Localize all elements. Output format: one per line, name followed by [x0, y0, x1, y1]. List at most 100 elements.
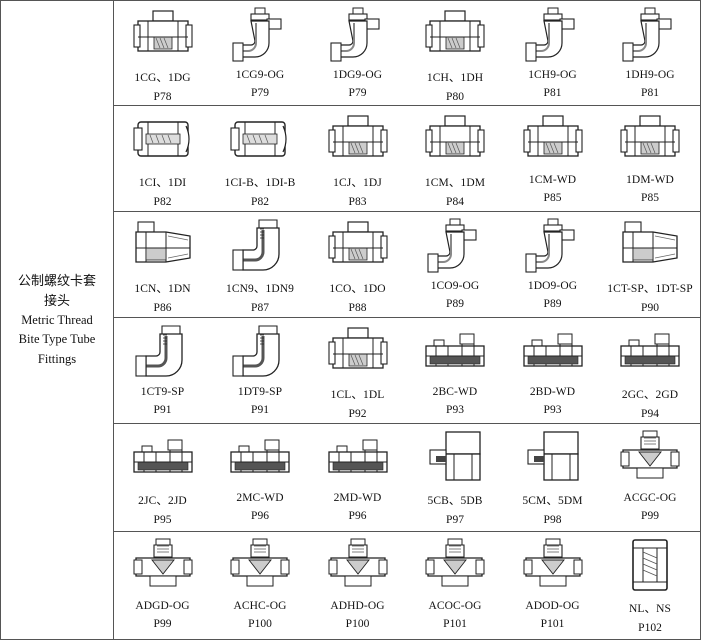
page-reference[interactable]: P87: [251, 302, 269, 314]
page-reference[interactable]: P91: [153, 404, 172, 416]
page-reference[interactable]: P98: [543, 514, 562, 526]
page-reference[interactable]: P90: [641, 302, 659, 314]
fitting-item[interactable]: ADHD-OG P100: [309, 532, 406, 638]
fitting-code: 1DT9-SP: [237, 386, 283, 398]
page-reference[interactable]: P84: [446, 196, 464, 208]
page-reference[interactable]: P102: [638, 622, 662, 634]
page-reference[interactable]: P86: [153, 302, 172, 314]
bulkhead-connector-icon: [230, 121, 287, 157]
fitting-item[interactable]: 1CG9-OG P79: [212, 1, 309, 107]
tee-fitting-icon: [230, 538, 290, 587]
category-cn-line1: 公制螺纹卡套: [17, 272, 96, 288]
page-reference[interactable]: P95: [153, 514, 172, 526]
page-reference[interactable]: P79: [251, 87, 269, 99]
fitting-code: 1CH9-OG: [528, 69, 577, 81]
page-reference[interactable]: P97: [446, 514, 464, 526]
fitting-item[interactable]: 1DH9-OG P81: [602, 1, 699, 107]
page-reference[interactable]: P94: [641, 408, 659, 420]
page-reference[interactable]: P79: [348, 87, 367, 99]
page-reference[interactable]: P96: [348, 510, 367, 522]
page-reference[interactable]: P89: [446, 298, 464, 310]
page-reference[interactable]: P100: [248, 618, 272, 630]
straight-union-icon: [620, 115, 680, 157]
tee-fitting-icon: [133, 538, 192, 587]
fitting-code: 1DH9-OG: [625, 69, 675, 81]
fitting-item[interactable]: 1CJ、1DJ P83: [309, 106, 406, 212]
fitting-code: 1CI-B、1DI-B: [224, 177, 296, 189]
page-reference[interactable]: P83: [348, 196, 367, 208]
fitting-code: 1CG9-OG: [235, 69, 285, 81]
page-reference[interactable]: P85: [543, 192, 562, 204]
elbow-banjo-icon: [524, 218, 575, 273]
page-reference[interactable]: P91: [251, 404, 269, 416]
page-reference[interactable]: P78: [153, 91, 172, 103]
page-reference[interactable]: P93: [446, 404, 464, 416]
straight-union-icon: [327, 115, 388, 157]
page-reference[interactable]: P89: [543, 298, 562, 310]
fitting-item[interactable]: NL、NS P102: [602, 532, 699, 638]
page-reference[interactable]: P93: [543, 404, 562, 416]
fitting-item[interactable]: 1CO9-OG P89: [407, 212, 504, 318]
page-reference[interactable]: P96: [251, 510, 269, 522]
fitting-code: NL、NS: [628, 603, 672, 615]
page-reference[interactable]: P82: [251, 196, 269, 208]
straight-union-icon: [327, 221, 388, 263]
category-en-line3: Fittings: [37, 351, 77, 366]
page-reference[interactable]: P81: [641, 87, 659, 99]
page-reference[interactable]: P81: [543, 87, 562, 99]
page-reference[interactable]: P92: [348, 408, 367, 420]
page-reference[interactable]: P101: [443, 618, 467, 630]
straight-union-icon: [425, 115, 485, 157]
tee-fitting-icon: [425, 538, 485, 587]
fitting-code: 1CJ、1DJ: [333, 177, 382, 189]
long-union-icon: [327, 439, 388, 473]
fitting-code: 1DG9-OG: [332, 69, 383, 81]
fitting-code: 1CO9-OG: [430, 280, 480, 292]
page-reference[interactable]: P100: [345, 618, 370, 630]
page-reference[interactable]: P101: [540, 618, 565, 630]
fitting-item[interactable]: 1DT9-SP P91: [212, 318, 309, 424]
cap-fitting-icon: [526, 431, 579, 481]
page-reference[interactable]: P99: [641, 510, 659, 522]
fitting-item[interactable]: 1DG9-OG P79: [309, 1, 406, 107]
page-reference[interactable]: P88: [348, 302, 367, 314]
category-cn-line2: 接头: [43, 292, 70, 308]
page-reference[interactable]: P99: [153, 618, 172, 630]
page-reference[interactable]: P85: [641, 192, 659, 204]
fitting-item[interactable]: 1CH9-OG P81: [504, 1, 601, 107]
page-reference[interactable]: P82: [153, 196, 172, 208]
page-reference[interactable]: P80: [446, 91, 464, 103]
fitting-item[interactable]: 1CI-B、1DI-B P82: [212, 106, 309, 212]
fitting-code: ADHD-OG: [330, 600, 385, 612]
